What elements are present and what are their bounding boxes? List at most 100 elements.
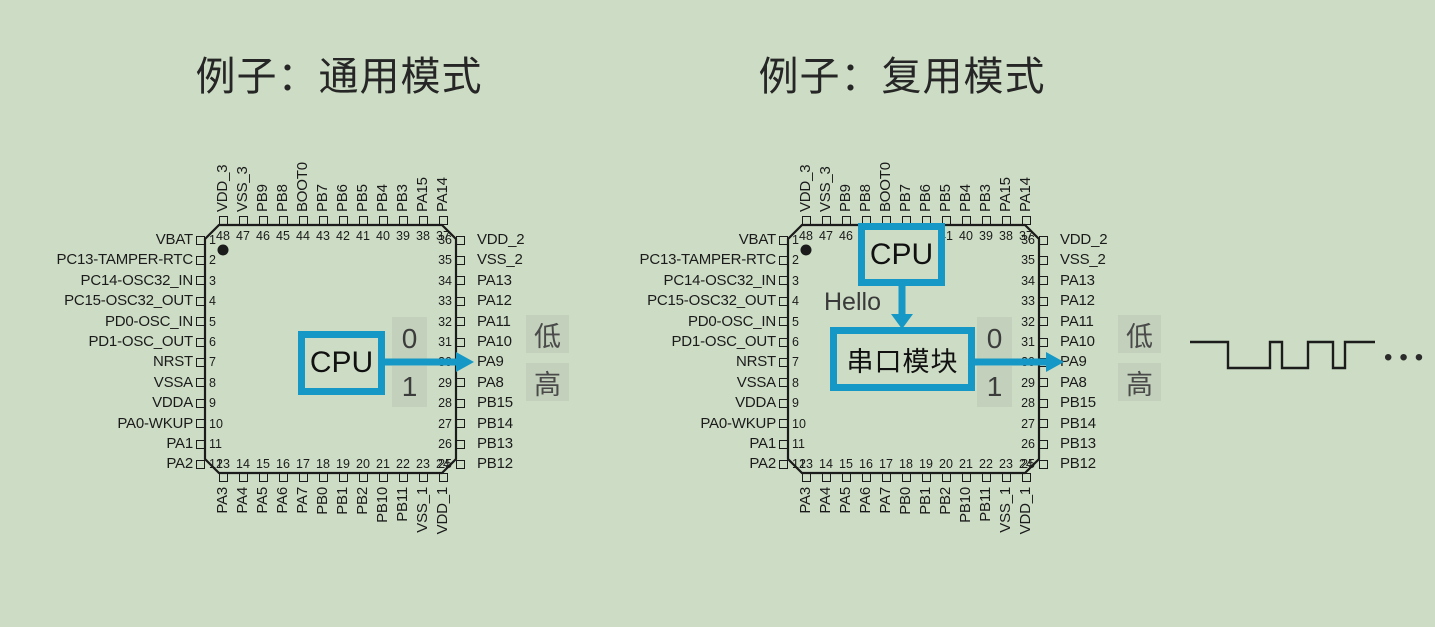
pin-number: 36 xyxy=(438,233,452,247)
pin-number: 36 xyxy=(1021,233,1035,247)
pin-square xyxy=(981,216,991,225)
pin-number: 13 xyxy=(799,457,813,471)
pin-label: PB11 xyxy=(977,487,994,522)
high-level-badge-right: 高 xyxy=(1118,363,1161,401)
pin-number: 20 xyxy=(356,457,370,471)
pin-square xyxy=(901,473,911,482)
pin-number: 41 xyxy=(356,229,370,243)
pin-label: PB14 xyxy=(477,414,513,432)
pin-number: 10 xyxy=(792,416,806,431)
pin-number: 26 xyxy=(438,437,452,451)
pin-number: 37 xyxy=(436,229,450,243)
pin-number: 22 xyxy=(979,457,993,471)
pin-square xyxy=(841,216,851,225)
pin-number: 5 xyxy=(209,314,216,329)
pin-label: PA5 xyxy=(254,487,271,514)
pin-label: PA13 xyxy=(477,271,512,289)
pin-number: 46 xyxy=(839,229,853,243)
pin-square xyxy=(456,317,465,327)
pin-square xyxy=(881,473,891,482)
pin-number: 24 xyxy=(1019,457,1033,471)
pin-number: 18 xyxy=(316,457,330,471)
pin-label: PA9 xyxy=(1060,353,1087,371)
pin-number: 17 xyxy=(296,457,310,471)
pin-label: PA8 xyxy=(1060,373,1087,391)
pin-square xyxy=(358,473,368,482)
pin-number: 47 xyxy=(236,229,250,243)
pin-label: PA3 xyxy=(797,487,814,514)
pin-number: 4 xyxy=(792,294,799,309)
pin-number: 25 xyxy=(1021,457,1035,472)
pin-square xyxy=(218,473,228,482)
pin-number: 6 xyxy=(792,335,799,349)
pin-square xyxy=(456,459,465,469)
pin-label: PB2 xyxy=(354,487,371,515)
pin-label: PB0 xyxy=(897,487,914,515)
pin-number: 30 xyxy=(1021,355,1035,370)
pin-number: 12 xyxy=(209,457,223,472)
pin-label: PB2 xyxy=(937,487,954,515)
cpu-box-left: CPU xyxy=(298,331,385,395)
pin-number: 3 xyxy=(792,273,799,288)
pin-label: PA0-WKUP xyxy=(117,414,193,432)
pin-square xyxy=(961,216,971,225)
pin-square xyxy=(961,473,971,482)
pin-label: PC13-TAMPER-RTC xyxy=(56,251,194,269)
pin-label: VSS_1 xyxy=(414,487,431,533)
pin-number: 18 xyxy=(899,457,913,471)
pin-square xyxy=(801,473,811,482)
pin-label: PA1 xyxy=(749,435,776,452)
pin-label: PA10 xyxy=(1060,333,1095,350)
pin-label: PC15-OSC32_OUT xyxy=(647,292,776,310)
pin-square xyxy=(456,337,465,347)
pin-number: 7 xyxy=(792,355,799,370)
right-diagram-title: 例子：复用模式 xyxy=(758,55,1046,99)
pin-label: VSS_2 xyxy=(477,251,523,269)
pin-label: NRST xyxy=(735,353,776,371)
pin-label: PA5 xyxy=(837,487,854,514)
bit1-badge-left: 1 xyxy=(392,366,427,407)
pin-square xyxy=(1039,357,1048,367)
pin-square xyxy=(1039,459,1048,469)
pin-label: PB10 xyxy=(374,487,391,523)
pin-label: PA2 xyxy=(166,455,193,473)
pin-square xyxy=(1021,216,1031,225)
pin-number: 28 xyxy=(438,396,452,411)
pin-square xyxy=(981,473,991,482)
pin-square xyxy=(196,419,205,429)
pin-square xyxy=(801,216,811,225)
pin-label: VDD_1 xyxy=(1017,487,1034,535)
pin-number: 17 xyxy=(879,457,893,471)
pin-square xyxy=(398,216,408,225)
pin-square xyxy=(338,473,348,482)
pin-number: 46 xyxy=(256,229,270,243)
pin-square xyxy=(779,378,788,388)
pin-number: 45 xyxy=(276,229,290,243)
pin-square xyxy=(779,317,788,327)
pin-label: PB1 xyxy=(917,487,934,515)
pin-number: 31 xyxy=(1021,335,1035,349)
pin-square xyxy=(196,357,205,367)
pin-square xyxy=(196,398,205,408)
pin-label: PA2 xyxy=(749,455,776,473)
pin-number: 21 xyxy=(376,457,390,471)
pin-number: 2 xyxy=(792,253,799,268)
pin-square xyxy=(941,216,951,225)
pin-number: 20 xyxy=(939,457,953,471)
pin-square xyxy=(378,216,388,225)
pin-square xyxy=(941,473,951,482)
pin-number: 28 xyxy=(1021,396,1035,411)
pin-number: 32 xyxy=(1021,314,1035,329)
pin-square xyxy=(456,235,465,245)
pin-number: 32 xyxy=(438,314,452,329)
pin-square xyxy=(456,398,465,408)
pin-label: PB11 xyxy=(394,487,411,522)
pin-square xyxy=(456,419,465,429)
pin-label: PA0-WKUP xyxy=(700,414,776,432)
pin-square xyxy=(779,337,788,347)
pin-label: PA6 xyxy=(857,487,874,514)
pin-label: VBAT xyxy=(738,231,776,248)
pin-number: 39 xyxy=(979,229,993,243)
pin-number: 13 xyxy=(216,457,230,471)
